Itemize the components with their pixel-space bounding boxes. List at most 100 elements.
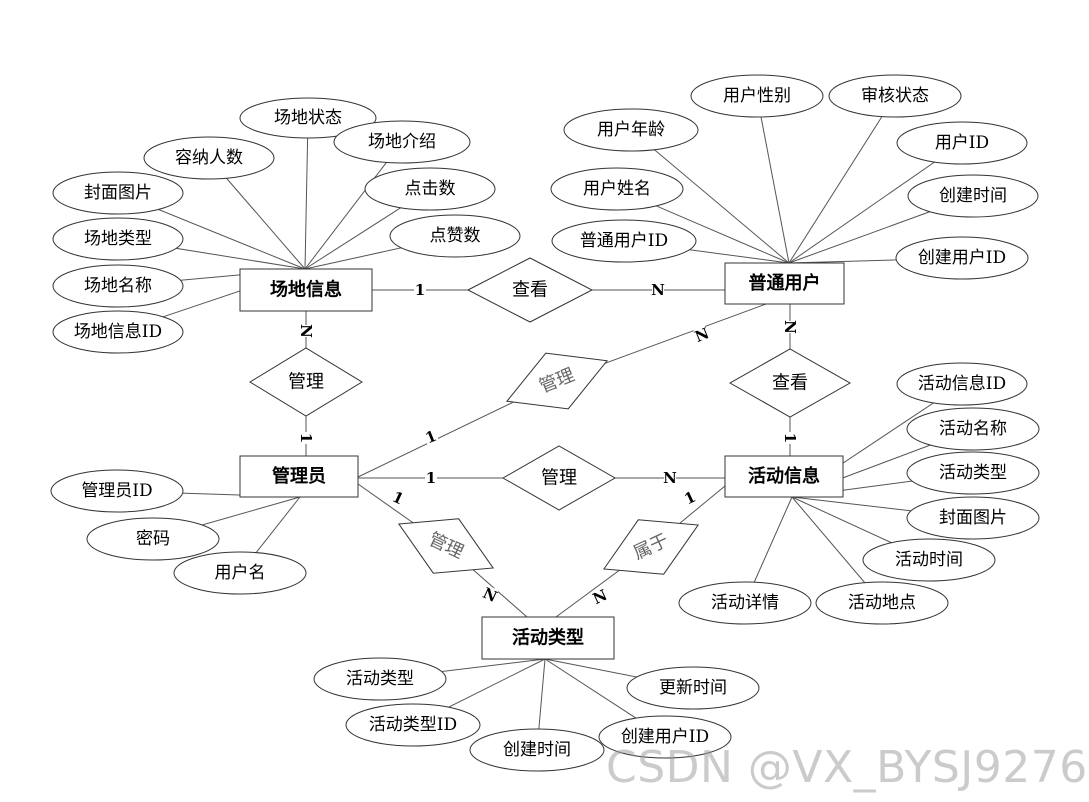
entity-activity-label: 活动信息	[748, 465, 820, 487]
rel-r1-card-bg-0	[414, 282, 426, 298]
attr-user-4-ellipse	[550, 167, 684, 211]
rel-r2-label: 管理	[288, 372, 324, 393]
rel-r2-card-0: N	[297, 324, 315, 338]
entity-admin-label: 管理员	[272, 465, 326, 487]
attr-acttype-3-label: 创建时间	[503, 740, 571, 760]
attr-user-0-line	[756, 95, 790, 264]
attr-venue-7-ellipse	[52, 264, 184, 308]
attr-user-5-ellipse	[907, 174, 1039, 218]
attr-venue-6-ellipse	[389, 214, 521, 258]
rel-r6: 管理	[397, 518, 495, 574]
entity-activity-box	[724, 455, 844, 498]
attr-venue-7-label: 场地名称	[84, 276, 152, 296]
attr-user-3-label: 用户ID	[935, 133, 989, 153]
attr-user-7-ellipse	[895, 236, 1029, 280]
attr-venue-1-label: 容纳人数	[175, 148, 243, 168]
attr-admin-1-ellipse	[86, 517, 220, 561]
shapes: 场地状态容纳人数场地介绍封面图片点击数场地类型点赞数场地名称场地信息ID用户性别…	[50, 74, 1040, 772]
rel-r1-card-0: 1	[415, 281, 425, 299]
attr-venue-3-label: 封面图片	[84, 183, 152, 203]
rel-r5-diamond	[501, 445, 617, 511]
attr-activity-5-ellipse	[678, 581, 812, 625]
attr-acttype-1-ellipse	[626, 666, 760, 710]
attr-activity-3-ellipse	[906, 496, 1040, 540]
attr-acttype-0-ellipse	[313, 657, 447, 701]
rel-r5: 管理	[501, 445, 617, 511]
rel-r4-card-bg-1	[782, 432, 798, 444]
rel-r2-card-bg-0	[298, 325, 314, 337]
attr-activity-3-label: 封面图片	[939, 508, 1007, 528]
rel-r4: 查看	[728, 348, 852, 418]
attr-user-4-label: 用户姓名	[583, 179, 651, 199]
entity-acttype-box	[481, 616, 615, 660]
attr-user-1-line	[788, 95, 896, 264]
attr-activity-5-label: 活动详情	[711, 593, 779, 613]
rel-r4-label: 查看	[772, 373, 808, 394]
attr-venue-5-label: 场地类型	[84, 229, 152, 249]
rel-r7-card-bg-1	[591, 587, 609, 607]
rel-r3-card-bg-0	[422, 427, 440, 447]
attr-acttype-2-ellipse	[345, 703, 481, 747]
attr-acttype-1-label: 更新时间	[659, 678, 727, 698]
attr-admin-0-label: 管理员ID	[81, 481, 152, 501]
rel-r4-card-1: 1	[781, 433, 799, 443]
attr-acttype-2-label: 活动类型ID	[369, 715, 457, 735]
rel-r2-diamond	[249, 347, 363, 417]
attr-venue-2-label: 场地介绍	[368, 132, 436, 152]
rel-r4-card-bg-0	[782, 321, 798, 333]
attr-user-6-label: 普通用户ID	[580, 231, 668, 251]
attr-activity-2-ellipse	[906, 451, 1040, 495]
rel-r7-card-bg-0	[681, 488, 699, 508]
attr-activity-4-ellipse	[862, 538, 996, 582]
rel-r3-card-1: N	[692, 324, 712, 346]
attr-user-3-ellipse	[896, 121, 1028, 165]
rel-r1-diamond	[466, 257, 594, 323]
entity-venue-box	[239, 268, 373, 312]
entity-venue-label: 场地信息	[270, 279, 342, 301]
attr-user-2-line	[630, 129, 790, 264]
attr-activity-0-ellipse	[896, 362, 1028, 406]
attr-activity-0-label: 活动信息ID	[918, 374, 1006, 394]
attr-user-0-ellipse	[690, 74, 824, 118]
attr-activity-1-label: 活动名称	[939, 419, 1007, 439]
attr-user-2-ellipse	[563, 108, 699, 152]
attr-venue-0-label: 场地状态	[274, 108, 342, 128]
attr-venue-8-label: 场地信息ID	[74, 322, 162, 342]
attr-activity-4-label: 活动时间	[895, 550, 963, 570]
rel-r5-card-0: 1	[426, 469, 436, 487]
attr-venue-8-ellipse	[52, 310, 184, 354]
attr-venue-1-ellipse	[143, 136, 275, 180]
rel-r4-card-0: N	[781, 320, 799, 334]
attr-user-6-ellipse	[551, 219, 697, 263]
rel-r2: 管理	[249, 347, 363, 417]
attr-venue-2-ellipse	[333, 120, 471, 164]
entity-user-label: 普通用户	[749, 272, 821, 294]
rel-r1-card-bg-1	[652, 282, 664, 298]
rel-r1: 查看	[466, 257, 594, 323]
rel-r5-card-1: N	[663, 469, 677, 487]
rel-r7: 属于	[602, 519, 700, 575]
rel-r5-label: 管理	[541, 468, 577, 489]
attr-acttype-4-label: 创建用户ID	[621, 727, 709, 747]
watermark: CSDN @VX_BYSJ9276	[606, 742, 1088, 793]
rel-r3-card-bg-1	[693, 325, 711, 345]
attr-user-1-label: 审核状态	[861, 86, 929, 106]
rel-r6-card-bg-1	[481, 585, 499, 605]
rel-r2-card-bg-1	[298, 432, 314, 444]
attr-user-3-line	[788, 142, 963, 264]
attr-venue-4-label: 点击数	[405, 179, 456, 199]
rel-r4-diamond	[728, 348, 852, 418]
attr-user-2-label: 用户年龄	[597, 120, 665, 140]
attr-acttype-4-ellipse	[598, 715, 732, 759]
rel-r7-diamond	[602, 519, 700, 575]
entity-user-box	[724, 262, 845, 305]
rel-r5-card-bg-0	[425, 470, 437, 486]
attr-venue-4-ellipse	[364, 167, 496, 211]
entity-admin-box	[239, 455, 359, 498]
attr-acttype-3-ellipse	[469, 728, 605, 772]
attr-admin-0-ellipse	[50, 469, 184, 513]
attr-user-5-label: 创建时间	[939, 186, 1007, 206]
attr-activity-6-ellipse	[815, 581, 949, 625]
attr-activity-6-label: 活动地点	[848, 593, 916, 613]
attr-venue-3-ellipse	[52, 171, 184, 215]
